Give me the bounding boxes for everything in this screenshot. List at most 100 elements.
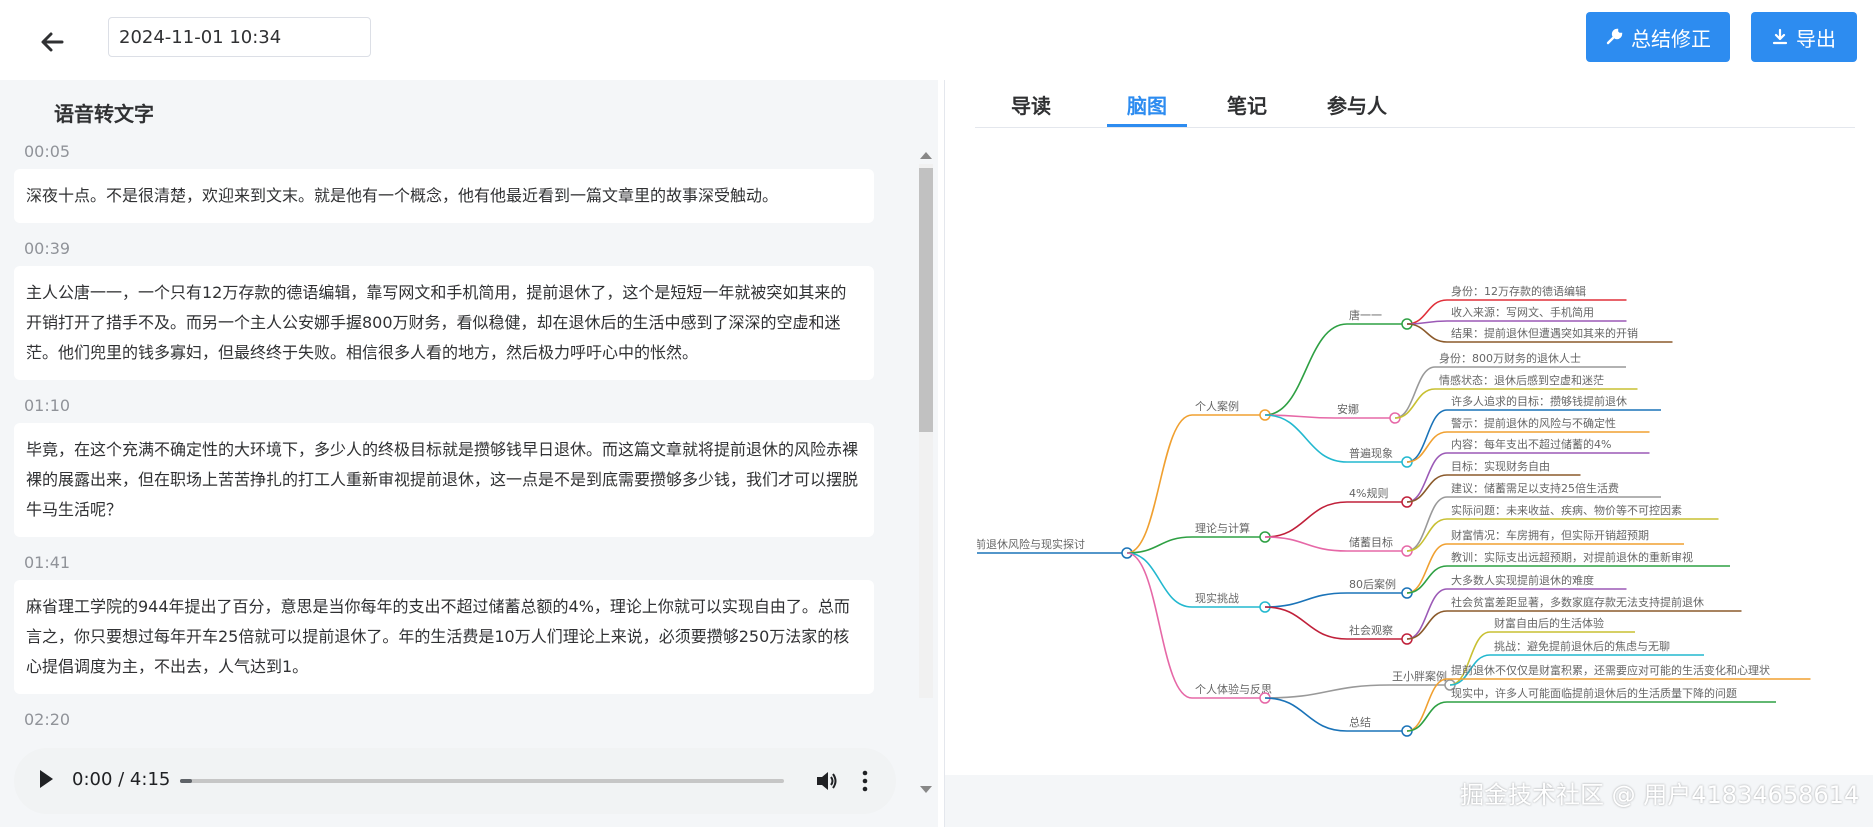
segment-timestamp[interactable]: 00:39 bbox=[24, 239, 71, 258]
summary-fix-label: 总结修正 bbox=[1631, 26, 1711, 51]
mindmap-child-link bbox=[1264, 697, 1348, 732]
mindmap-child-label: 唐一一 bbox=[1349, 308, 1382, 322]
mindmap-leaf-link bbox=[1406, 565, 1448, 594]
segment-text[interactable]: 毕竟，在这个充满不确定性的大环境下，多少人的终极目标就是攒够钱早日退休。而这篇文… bbox=[14, 423, 874, 537]
transcript-list[interactable]: 00:05 深夜十点。不是很清楚，欢迎来到文末。就是他有一个概念，他有他最近看到… bbox=[14, 142, 874, 790]
transcript-title: 语音转文字 bbox=[54, 102, 154, 126]
export-button[interactable]: 导出 bbox=[1751, 12, 1857, 62]
tab-bar: 导读 脑图 笔记 参与人 bbox=[975, 80, 1855, 128]
mindmap-child-label: 4%规则 bbox=[1349, 486, 1388, 500]
mindmap-leaf-link bbox=[1449, 631, 1491, 686]
mindmap-leaf-link bbox=[1406, 496, 1448, 552]
audio-player: 0:00 / 4:15 bbox=[14, 748, 896, 814]
mindmap-leaf-label: 大多数人实现提前退休的难度 bbox=[1451, 573, 1594, 587]
mindmap-leaf-label: 警示：提前退休的风险与不确定性 bbox=[1451, 416, 1616, 430]
scrollbar-thumb[interactable] bbox=[919, 168, 933, 432]
tab-mindmap[interactable]: 脑图 bbox=[1127, 94, 1167, 118]
mindmap-child-link bbox=[1264, 536, 1348, 552]
mindmap-branch-link bbox=[1126, 552, 1193, 699]
tab-participants[interactable]: 参与人 bbox=[1327, 94, 1387, 118]
mindmap-leaf-label: 提前退休不仅仅是财富积累，还需要应对可能的生活变化和心理状 bbox=[1451, 663, 1770, 677]
mindmap-leaf-label: 情感状态：退休后感到空虚和迷茫 bbox=[1439, 373, 1604, 387]
mindmap-branch-label: 理论与计算 bbox=[1195, 521, 1250, 535]
mindmap-leaf-label: 收入来源：写网文、手机简用 bbox=[1451, 305, 1594, 319]
transcript-segment: 00:05 深夜十点。不是很清楚，欢迎来到文末。就是他有一个概念，他有他最近看到… bbox=[14, 142, 874, 223]
mindmap-child-label: 80后案例 bbox=[1349, 577, 1396, 591]
tab-guide[interactable]: 导读 bbox=[1011, 94, 1051, 118]
mindmap-child-label: 储蓄目标 bbox=[1349, 535, 1393, 549]
export-label: 导出 bbox=[1796, 26, 1836, 51]
mindmap-leaf-label: 结果：提前退休但遭遇突如其来的开销 bbox=[1451, 326, 1638, 340]
audio-time-display: 0:00 / 4:15 bbox=[72, 769, 171, 790]
mindmap-leaf-label: 财富自由后的生活体验 bbox=[1494, 616, 1604, 630]
audio-progress-bar[interactable] bbox=[180, 779, 784, 783]
download-icon bbox=[1772, 28, 1788, 45]
transcript-segment: 01:41 麻省理工学院的944年提出了百分，意思是当你每年的支出不超过储蓄总额… bbox=[14, 553, 874, 694]
more-options-icon[interactable] bbox=[860, 768, 870, 794]
summary-fix-button[interactable]: 总结修正 bbox=[1586, 12, 1730, 62]
active-tab-indicator bbox=[1107, 124, 1187, 127]
mindmap-leaf-label: 社会贫富差距显著，多数家庭存款无法支持提前退休 bbox=[1451, 595, 1704, 609]
scroll-down-arrow-icon[interactable] bbox=[920, 786, 932, 793]
mindmap-child-label: 普遍现象 bbox=[1349, 446, 1393, 460]
segment-text[interactable]: 主人公唐一一，一个只有12万存款的德语编辑，靠写网文和手机简用，提前退休了，这个… bbox=[14, 266, 874, 380]
mindmap-child-label: 社会观察 bbox=[1349, 623, 1393, 637]
mindmap-leaf-label: 挑战：避免提前退休后的焦虑与无聊 bbox=[1494, 639, 1670, 653]
detail-panel: 导读 脑图 笔记 参与人 前退休风险与现实探讨个人案例唐一一身份：12万存款的德… bbox=[944, 80, 1873, 827]
watermark-text: 掘金技术社区 @ 用户41834658614 bbox=[1460, 781, 1860, 809]
wrench-icon bbox=[1606, 28, 1623, 45]
detail-panel-footer bbox=[945, 775, 1873, 827]
mindmap-leaf-link bbox=[1394, 366, 1436, 419]
segment-timestamp[interactable]: 01:10 bbox=[24, 396, 71, 415]
segment-timestamp[interactable]: 00:05 bbox=[24, 142, 71, 161]
mindmap-leaf-link bbox=[1406, 518, 1448, 552]
datetime-field[interactable] bbox=[108, 17, 371, 57]
mindmap-child-link bbox=[1264, 414, 1348, 463]
mindmap-root-label: 前退休风险与现实探讨 bbox=[977, 537, 1085, 551]
top-header: 总结修正 导出 bbox=[0, 0, 1873, 80]
back-arrow-icon[interactable] bbox=[36, 26, 68, 58]
transcript-segment: 00:39 主人公唐一一，一个只有12万存款的德语编辑，靠写网文和手机简用，提前… bbox=[14, 239, 874, 380]
segment-timestamp[interactable]: 01:41 bbox=[24, 553, 71, 572]
play-icon[interactable] bbox=[40, 770, 53, 788]
tab-notes[interactable]: 笔记 bbox=[1227, 94, 1267, 118]
mindmap-canvas[interactable]: 前退休风险与现实探讨个人案例唐一一身份：12万存款的德语编辑收入来源：写网文、手… bbox=[977, 140, 1872, 760]
transcript-segment: 02:20 bbox=[14, 710, 874, 729]
mindmap-leaf-label: 实际问题：未来收益、疾病、物价等不可控因素 bbox=[1451, 503, 1682, 517]
transcript-scrollbar[interactable] bbox=[916, 146, 934, 793]
mindmap-child-link bbox=[1264, 592, 1348, 608]
mindmap-leaf-label: 身份：12万存款的德语编辑 bbox=[1451, 284, 1586, 298]
mindmap-branch-label: 现实挑战 bbox=[1195, 591, 1239, 605]
transcript-panel: 语音转文字 00:05 深夜十点。不是很清楚，欢迎来到文末。就是他有一个概念，他… bbox=[0, 80, 938, 827]
segment-text[interactable]: 深夜十点。不是很清楚，欢迎来到文末。就是他有一个概念，他有他最近看到一篇文章里的… bbox=[14, 169, 874, 223]
mindmap-child-label: 总结 bbox=[1349, 715, 1371, 729]
mindmap-svg: 前退休风险与现实探讨个人案例唐一一身份：12万存款的德语编辑收入来源：写网文、手… bbox=[977, 284, 1811, 737]
mindmap-child-label: 王小胖案例 bbox=[1392, 669, 1447, 683]
mindmap-child-label: 安娜 bbox=[1337, 402, 1359, 416]
mindmap-leaf-link bbox=[1406, 431, 1448, 463]
mindmap-child-link bbox=[1264, 606, 1348, 640]
mindmap-leaf-link bbox=[1406, 588, 1448, 640]
mindmap-leaf-label: 财富情况：车房拥有，但实际开销超预期 bbox=[1451, 528, 1649, 542]
mindmap-branch-link bbox=[1126, 552, 1193, 608]
mindmap-leaf-link bbox=[1406, 323, 1448, 343]
volume-icon[interactable] bbox=[814, 768, 840, 794]
mindmap-leaf-label: 教训：实际支出远超预期，对提前退休的重新审视 bbox=[1451, 550, 1693, 564]
mindmap-leaf-link bbox=[1406, 610, 1448, 640]
mindmap-leaf-link bbox=[1406, 543, 1448, 594]
mindmap-leaf-label: 许多人追求的目标：攒够钱提前退休 bbox=[1451, 394, 1627, 408]
mindmap-leaf-link bbox=[1406, 474, 1448, 503]
mindmap-leaf-link bbox=[1406, 701, 1448, 732]
mindmap-leaf-label: 现实中，许多人可能面临提前退休后的生活质量下降的问题 bbox=[1451, 686, 1737, 700]
segment-timestamp[interactable]: 02:20 bbox=[24, 710, 71, 729]
scroll-up-arrow-icon[interactable] bbox=[920, 152, 932, 159]
mindmap-leaf-label: 身份：800万财务的退休人士 bbox=[1439, 351, 1581, 365]
transcript-segment: 01:10 毕竟，在这个充满不确定性的大环境下，多少人的终极目标就是攒够钱早日退… bbox=[14, 396, 874, 537]
mindmap-leaf-label: 目标：实现财务自由 bbox=[1451, 459, 1550, 473]
mindmap-leaf-link bbox=[1406, 678, 1448, 732]
mindmap-branch-label: 个人体验与反思 bbox=[1195, 682, 1272, 696]
mindmap-child-link bbox=[1264, 501, 1348, 538]
mindmap-child-link bbox=[1264, 323, 1348, 416]
segment-text[interactable]: 麻省理工学院的944年提出了百分，意思是当你每年的支出不超过储蓄总额的4%，理论… bbox=[14, 580, 874, 694]
